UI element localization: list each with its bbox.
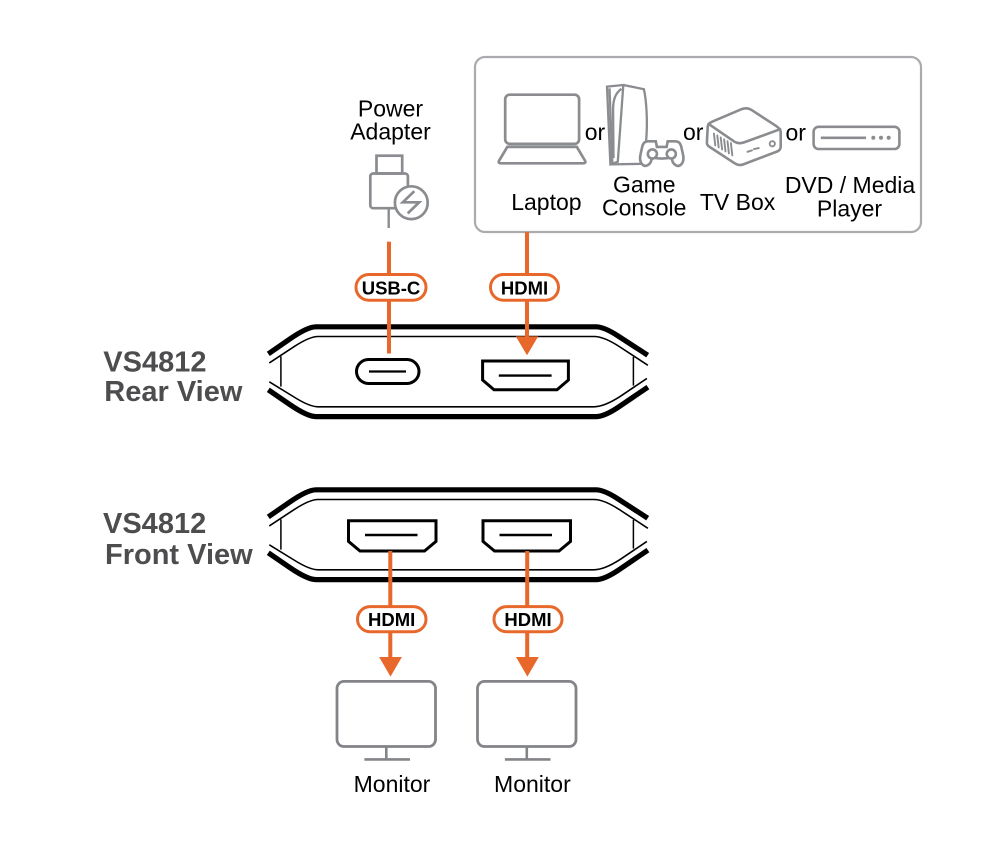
svg-text:USB-C: USB-C: [362, 277, 421, 298]
svg-text:VS4812: VS4812: [103, 508, 206, 540]
svg-text:Front View: Front View: [105, 539, 253, 571]
svg-text:HDMI: HDMI: [504, 609, 551, 630]
svg-text:Rear View: Rear View: [104, 376, 243, 408]
svg-text:DVD / Media: DVD / Media: [785, 172, 916, 198]
svg-text:Power: Power: [358, 95, 424, 121]
svg-text:Game: Game: [613, 172, 676, 198]
svg-text:Laptop: Laptop: [511, 189, 581, 215]
svg-text:or: or: [585, 119, 606, 145]
svg-text:Monitor: Monitor: [354, 771, 431, 797]
svg-text:or: or: [683, 119, 704, 145]
svg-text:Console: Console: [602, 195, 686, 221]
svg-text:TV Box: TV Box: [700, 189, 776, 215]
svg-text:Monitor: Monitor: [494, 771, 571, 797]
svg-text:Player: Player: [817, 195, 883, 221]
svg-text:HDMI: HDMI: [501, 277, 548, 298]
svg-text:or: or: [785, 120, 806, 146]
svg-text:HDMI: HDMI: [368, 609, 415, 630]
svg-text:VS4812: VS4812: [103, 347, 206, 379]
svg-text:Adapter: Adapter: [350, 119, 431, 145]
